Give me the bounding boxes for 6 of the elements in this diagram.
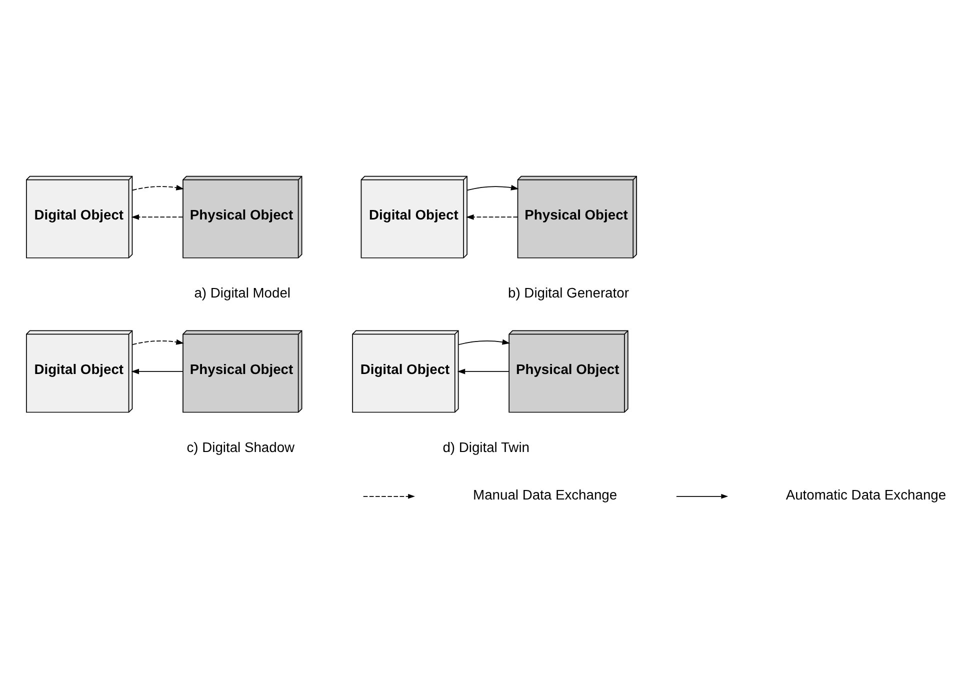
legend-label: Manual Data Exchange	[473, 486, 618, 502]
label: a) Digital Model	[194, 284, 291, 300]
label: b) Digital Generator	[508, 284, 629, 300]
legend-label: Automatic Data Exchange	[786, 486, 946, 502]
label: c) Digital Shadow	[186, 438, 295, 454]
label: d) Digital Twin	[442, 438, 530, 454]
